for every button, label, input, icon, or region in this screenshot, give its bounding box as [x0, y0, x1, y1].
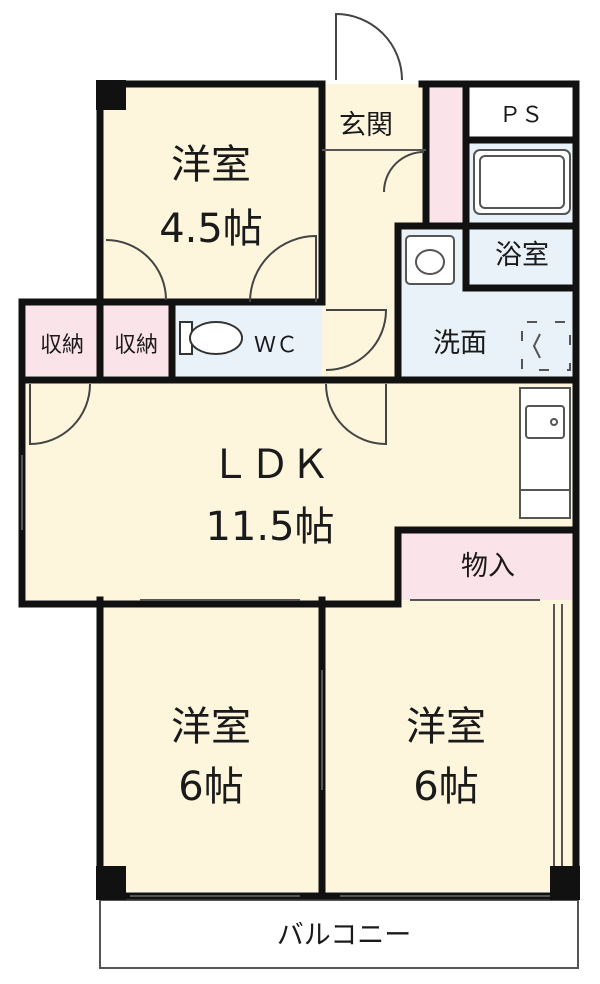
- hall-door: [383, 151, 425, 193]
- closet-left-floor: [26, 302, 100, 376]
- doors: [29, 12, 425, 446]
- closet-right-floor: [100, 302, 172, 376]
- hall-floor: [322, 224, 398, 380]
- balcony-label: バルコニー: [277, 920, 411, 951]
- ldk-name: ＬＤＫ: [210, 442, 330, 488]
- thin-lines: [21, 149, 563, 897]
- bedroom-se-name: 洋室: [406, 704, 486, 750]
- storeroom-label: 物入: [461, 551, 515, 582]
- column-se: [550, 866, 580, 900]
- wc-door: [325, 309, 388, 371]
- bedroom-sw-floor: [100, 600, 322, 892]
- washroom-label: 洗面: [433, 328, 487, 359]
- shoe-cabinet: [426, 88, 466, 224]
- bedroom-north-door: [249, 234, 317, 303]
- balcony-floor: [99, 899, 579, 969]
- bath-label: 浴室: [495, 240, 549, 271]
- bathtub-icon: [473, 149, 571, 215]
- column-sw: [96, 866, 126, 900]
- bedroom-north-door-2: [105, 239, 167, 301]
- bedroom-se-floor: [322, 600, 576, 892]
- column-nw: [96, 80, 126, 110]
- sink-icon: [405, 235, 455, 285]
- ldk-door-left: [29, 383, 91, 446]
- bedroom-north-size: 4.5帖: [159, 206, 263, 252]
- ldk-size: 11.5帖: [205, 504, 334, 550]
- kitchen-sink-icon: [519, 387, 571, 519]
- ps-label: ＰＳ: [499, 103, 543, 128]
- front-door-swing: [335, 12, 403, 81]
- ps-floor: [466, 84, 576, 140]
- washer-space-icon: [521, 321, 571, 371]
- entrance-label: 玄関: [339, 110, 393, 141]
- bedroom-sw-size: 6帖: [178, 764, 243, 810]
- wc-label: ＷＣ: [254, 333, 298, 358]
- toilet-icon: [179, 321, 243, 355]
- closet-right-label: 収納: [114, 333, 158, 358]
- bedroom-north-floor: [100, 84, 322, 302]
- bedroom-se-size: 6帖: [413, 764, 478, 810]
- walls: [18, 80, 580, 900]
- storeroom-floor: [398, 530, 576, 600]
- ldk-door-right: [325, 383, 387, 446]
- closet-left-label: 収納: [40, 333, 84, 358]
- columns: [96, 80, 580, 900]
- bedroom-sw-name: 洋室: [171, 704, 251, 750]
- bedroom-north-name: 洋室: [171, 142, 251, 188]
